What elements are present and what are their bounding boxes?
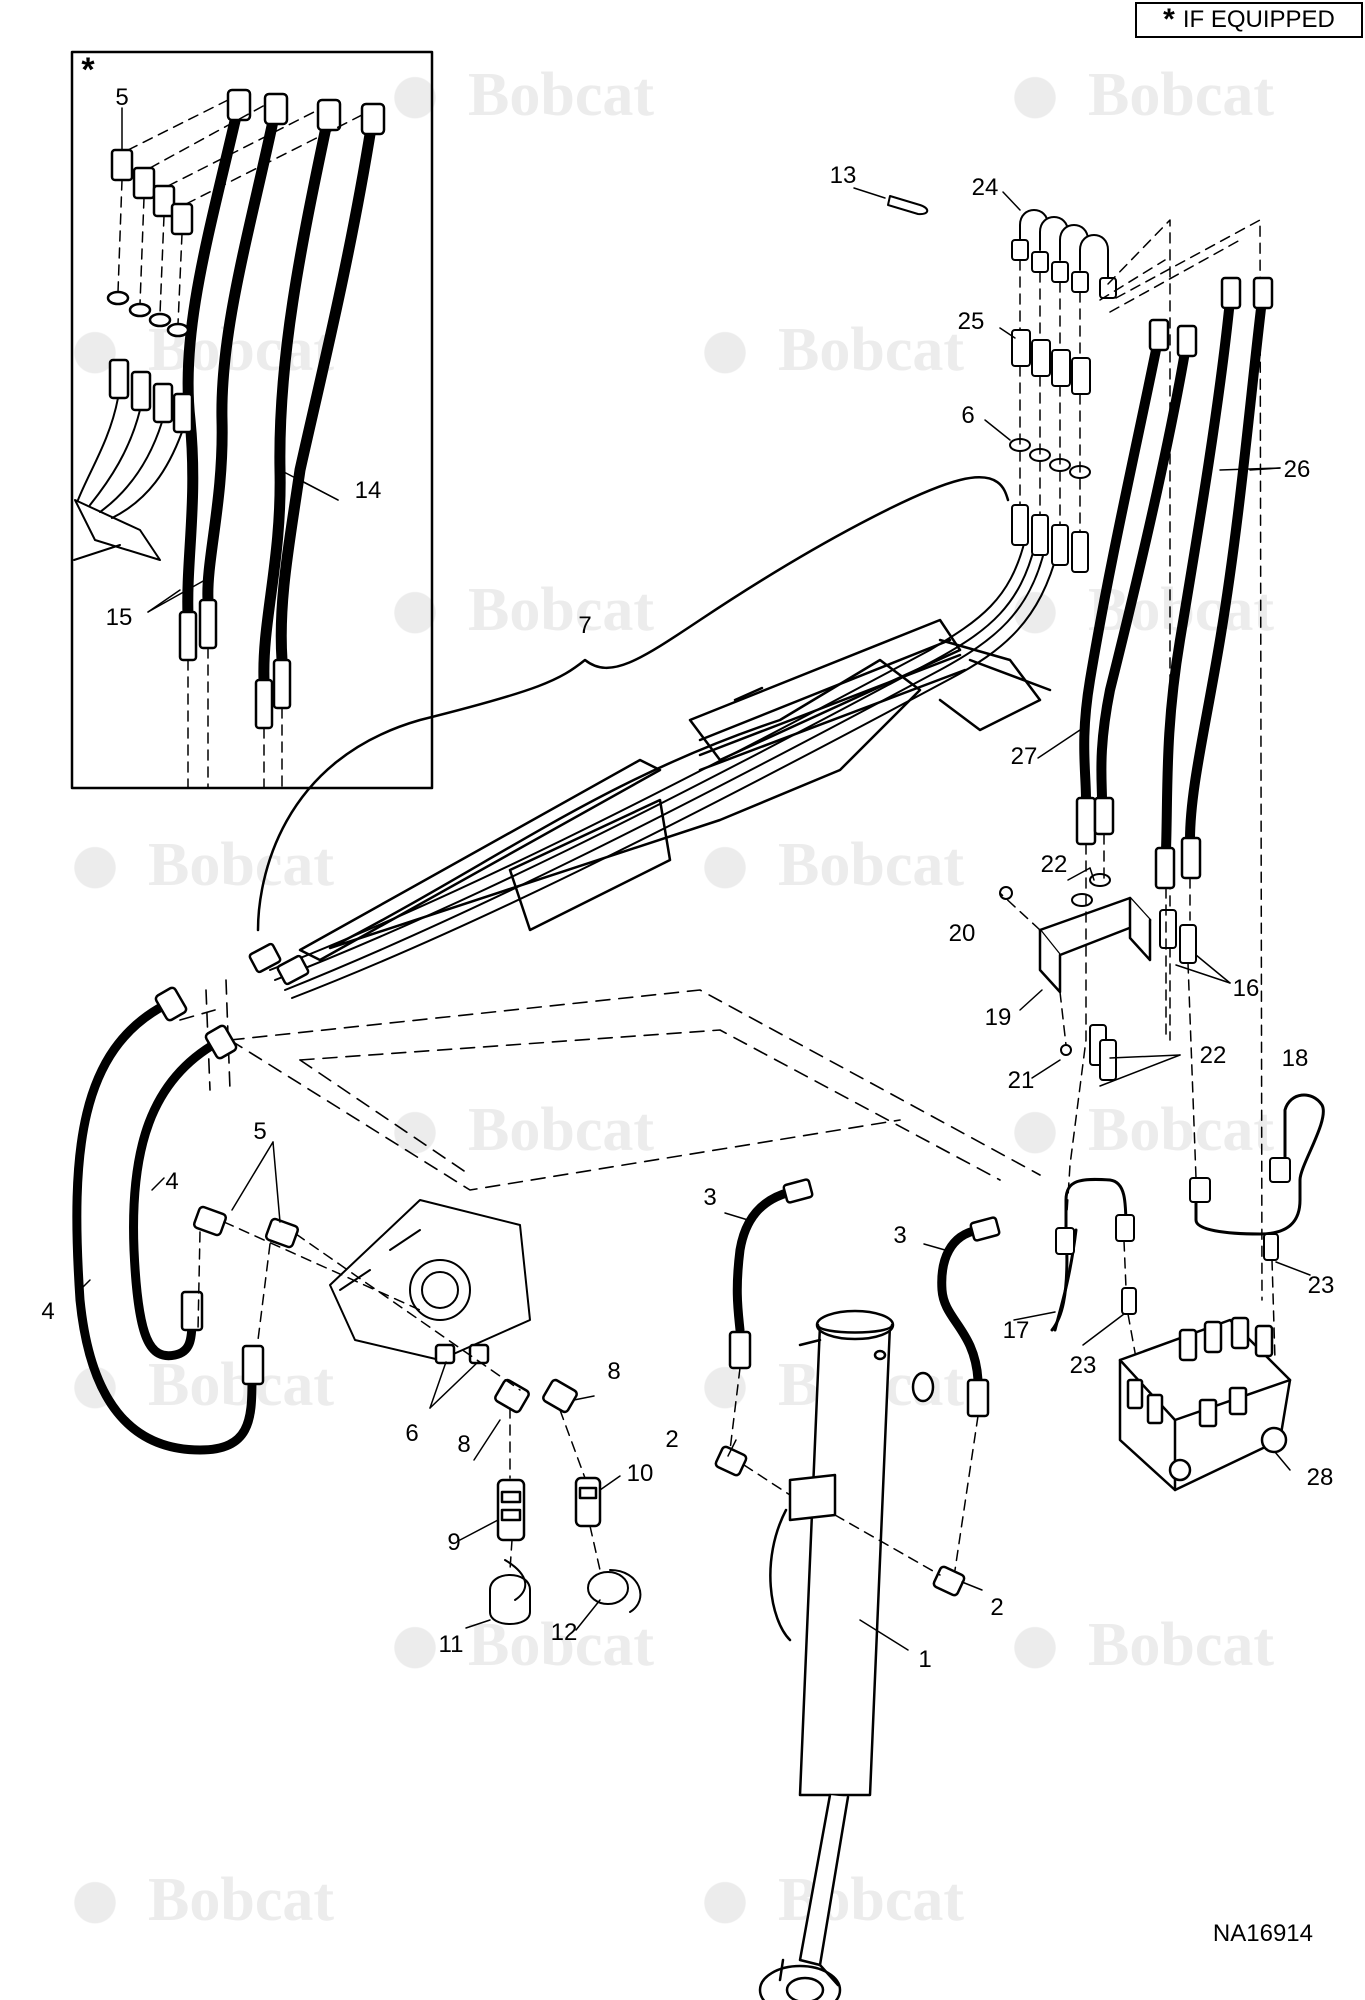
fittings-16-22	[999, 873, 1197, 1081]
callout-26: 26	[1283, 456, 1311, 483]
inset-asterisk-icon: *	[81, 51, 95, 89]
inset-adapters	[106, 148, 194, 434]
hose-3-fittings	[714, 1178, 1001, 1597]
callout-16: 16	[1232, 975, 1260, 1002]
brace-7	[256, 476, 1010, 932]
callout-7: 7	[578, 612, 592, 639]
callout-27: 27	[1010, 743, 1038, 770]
callout-4: 4	[165, 1168, 179, 1195]
callout-23: 23	[1307, 1272, 1335, 1299]
couplers-9-10	[496, 1476, 602, 1542]
if-equipped-legend: * IF EQUIPPED	[1135, 2, 1363, 38]
boom-hose-bundle	[269, 539, 1059, 999]
callout-2: 2	[990, 1594, 1004, 1621]
inset-leader-lines	[117, 99, 363, 789]
callout-20: 20	[948, 920, 976, 947]
asterisk-icon: *	[1163, 3, 1175, 36]
callout-10: 10	[626, 1460, 654, 1487]
callout-8: 8	[457, 1431, 471, 1458]
callout-6: 6	[961, 402, 975, 429]
tube-ends-17-18	[1055, 1157, 1291, 1315]
callout-18: 18	[1281, 1045, 1309, 1072]
fittings-5-6-8	[192, 1205, 578, 1414]
callout-6: 6	[405, 1420, 419, 1447]
adapters-25	[1011, 329, 1091, 395]
frame-outline	[179, 979, 1041, 1191]
orings-6-top	[1009, 438, 1091, 479]
callout-5: 5	[253, 1118, 267, 1145]
hose-4-fittings	[154, 942, 310, 1386]
callout-25: 25	[957, 308, 985, 335]
callout-8: 8	[607, 1358, 621, 1385]
tube-18	[1194, 1093, 1325, 1236]
callout-21: 21	[1007, 1067, 1035, 1094]
callout-22: 22	[1199, 1042, 1227, 1069]
inset-callout-leaders	[121, 107, 339, 613]
callout-19: 19	[984, 1004, 1012, 1031]
boom-assembly	[298, 618, 1052, 962]
callout-11: 11	[438, 1631, 464, 1658]
callout-12: 12	[550, 1619, 578, 1646]
inset-frame	[70, 50, 434, 790]
hoses-4	[72, 1000, 257, 1455]
callout-1: 1	[918, 1646, 932, 1673]
hoses-26-27	[1079, 295, 1267, 855]
callout-13: 13	[829, 162, 857, 189]
callout-17: 17	[1002, 1317, 1030, 1344]
bracket-19	[1038, 896, 1152, 994]
callout-24: 24	[971, 174, 999, 201]
pin-13	[887, 195, 929, 216]
hoses-3	[732, 1187, 983, 1385]
control-valve-28	[1118, 1316, 1292, 1492]
if-equipped-label: IF EQUIPPED	[1182, 6, 1335, 33]
callout-28: 28	[1306, 1464, 1334, 1491]
callout-15: 15	[105, 604, 133, 631]
callout-4: 4	[41, 1298, 55, 1325]
inset-tubes	[73, 397, 183, 561]
callout-9: 9	[447, 1529, 461, 1556]
dashed-leaders-left	[197, 1221, 601, 1571]
callout-14: 14	[354, 477, 382, 504]
callout-22: 22	[1040, 851, 1068, 878]
caps-11-12	[489, 1559, 642, 1625]
callout-23: 23	[1069, 1352, 1097, 1379]
callout-3: 3	[703, 1184, 717, 1211]
cylinder-1	[758, 1309, 935, 2000]
callout-5: 5	[115, 84, 129, 111]
callout-2: 2	[665, 1426, 679, 1453]
callout-leaders	[79, 187, 1311, 1651]
callout-3: 3	[893, 1222, 907, 1249]
drawing-number: NA16914	[1212, 1920, 1313, 1947]
valve-bracket	[329, 1199, 531, 1361]
tube-ends-top	[1011, 504, 1089, 573]
inset-hoses	[182, 102, 378, 686]
tube-elbows-24	[1011, 209, 1117, 299]
cylinder-leaders	[729, 1367, 979, 1576]
